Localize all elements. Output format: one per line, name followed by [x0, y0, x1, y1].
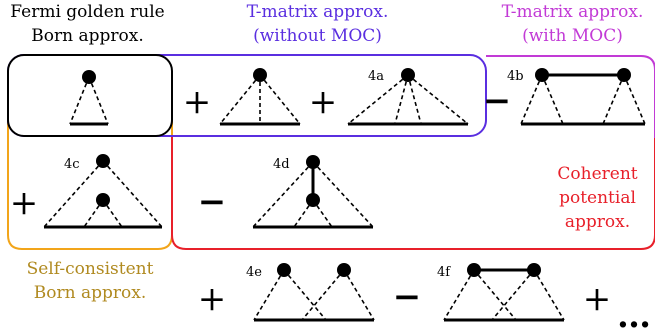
label-self-consistent-line1: Self-consistent [26, 259, 154, 279]
born-diagram [69, 70, 109, 126]
operator-plus-3: + [10, 183, 39, 223]
diagram-4c: 4c [43, 154, 163, 229]
tag-4f: 4f [437, 265, 451, 280]
diagram-4e: 4e [246, 263, 375, 322]
label-self-consistent-born: Self-consistent Born approx. [0, 257, 180, 305]
label-fermi-golden-rule: Fermi golden rule Born approx. [0, 0, 175, 48]
tag-4c: 4c [64, 157, 80, 172]
operator-plus-4: + [198, 279, 227, 319]
label-tmatrix-without-moc: T-matrix approx. (without MOC) [225, 0, 410, 48]
label-tmatrix-without-line2: (without MOC) [253, 26, 382, 46]
diagram-4f: 4f [437, 263, 565, 322]
label-fermi-line1: Fermi golden rule [10, 2, 165, 22]
label-tmatrix-with-moc: T-matrix approx. (with MOC) [490, 0, 655, 48]
operator-plus-2: + [309, 82, 338, 122]
label-coherent-line2: potential [559, 188, 636, 208]
label-fermi-line2: Born approx. [31, 26, 144, 46]
tag-4b: 4b [507, 69, 524, 84]
label-coherent-line3: approx. [564, 212, 631, 232]
tag-4e: 4e [246, 265, 262, 280]
label-tmatrix-with-line2: (with MOC) [522, 26, 623, 46]
label-coherent-potential: Coherent potential approx. [540, 162, 655, 234]
operator-plus-5: + [583, 279, 612, 319]
operator-plus-1: + [183, 82, 212, 122]
label-tmatrix-without-line1: T-matrix approx. [246, 2, 389, 22]
operator-minus-2: − [198, 182, 227, 222]
diagram-4b: 4b [507, 68, 646, 126]
label-self-consistent-line2: Born approx. [33, 283, 147, 303]
diagram-4a: 4a [347, 68, 469, 126]
tag-4a: 4a [368, 69, 384, 84]
operator-minus-3: − [393, 277, 422, 317]
self-consistent-region-outline [7, 115, 173, 250]
ellipsis: … [617, 296, 651, 333]
label-coherent-line1: Coherent [557, 164, 638, 184]
coherent-potential-region-outline [171, 136, 655, 250]
operator-minus-1: − [483, 81, 512, 121]
fermi-golden-rule-box [7, 54, 173, 137]
diagram-4d: 4d [252, 155, 374, 229]
tag-4d: 4d [273, 157, 290, 172]
label-tmatrix-with-line1: T-matrix approx. [501, 2, 644, 22]
tmatrix-second-order-diagram [219, 68, 301, 126]
